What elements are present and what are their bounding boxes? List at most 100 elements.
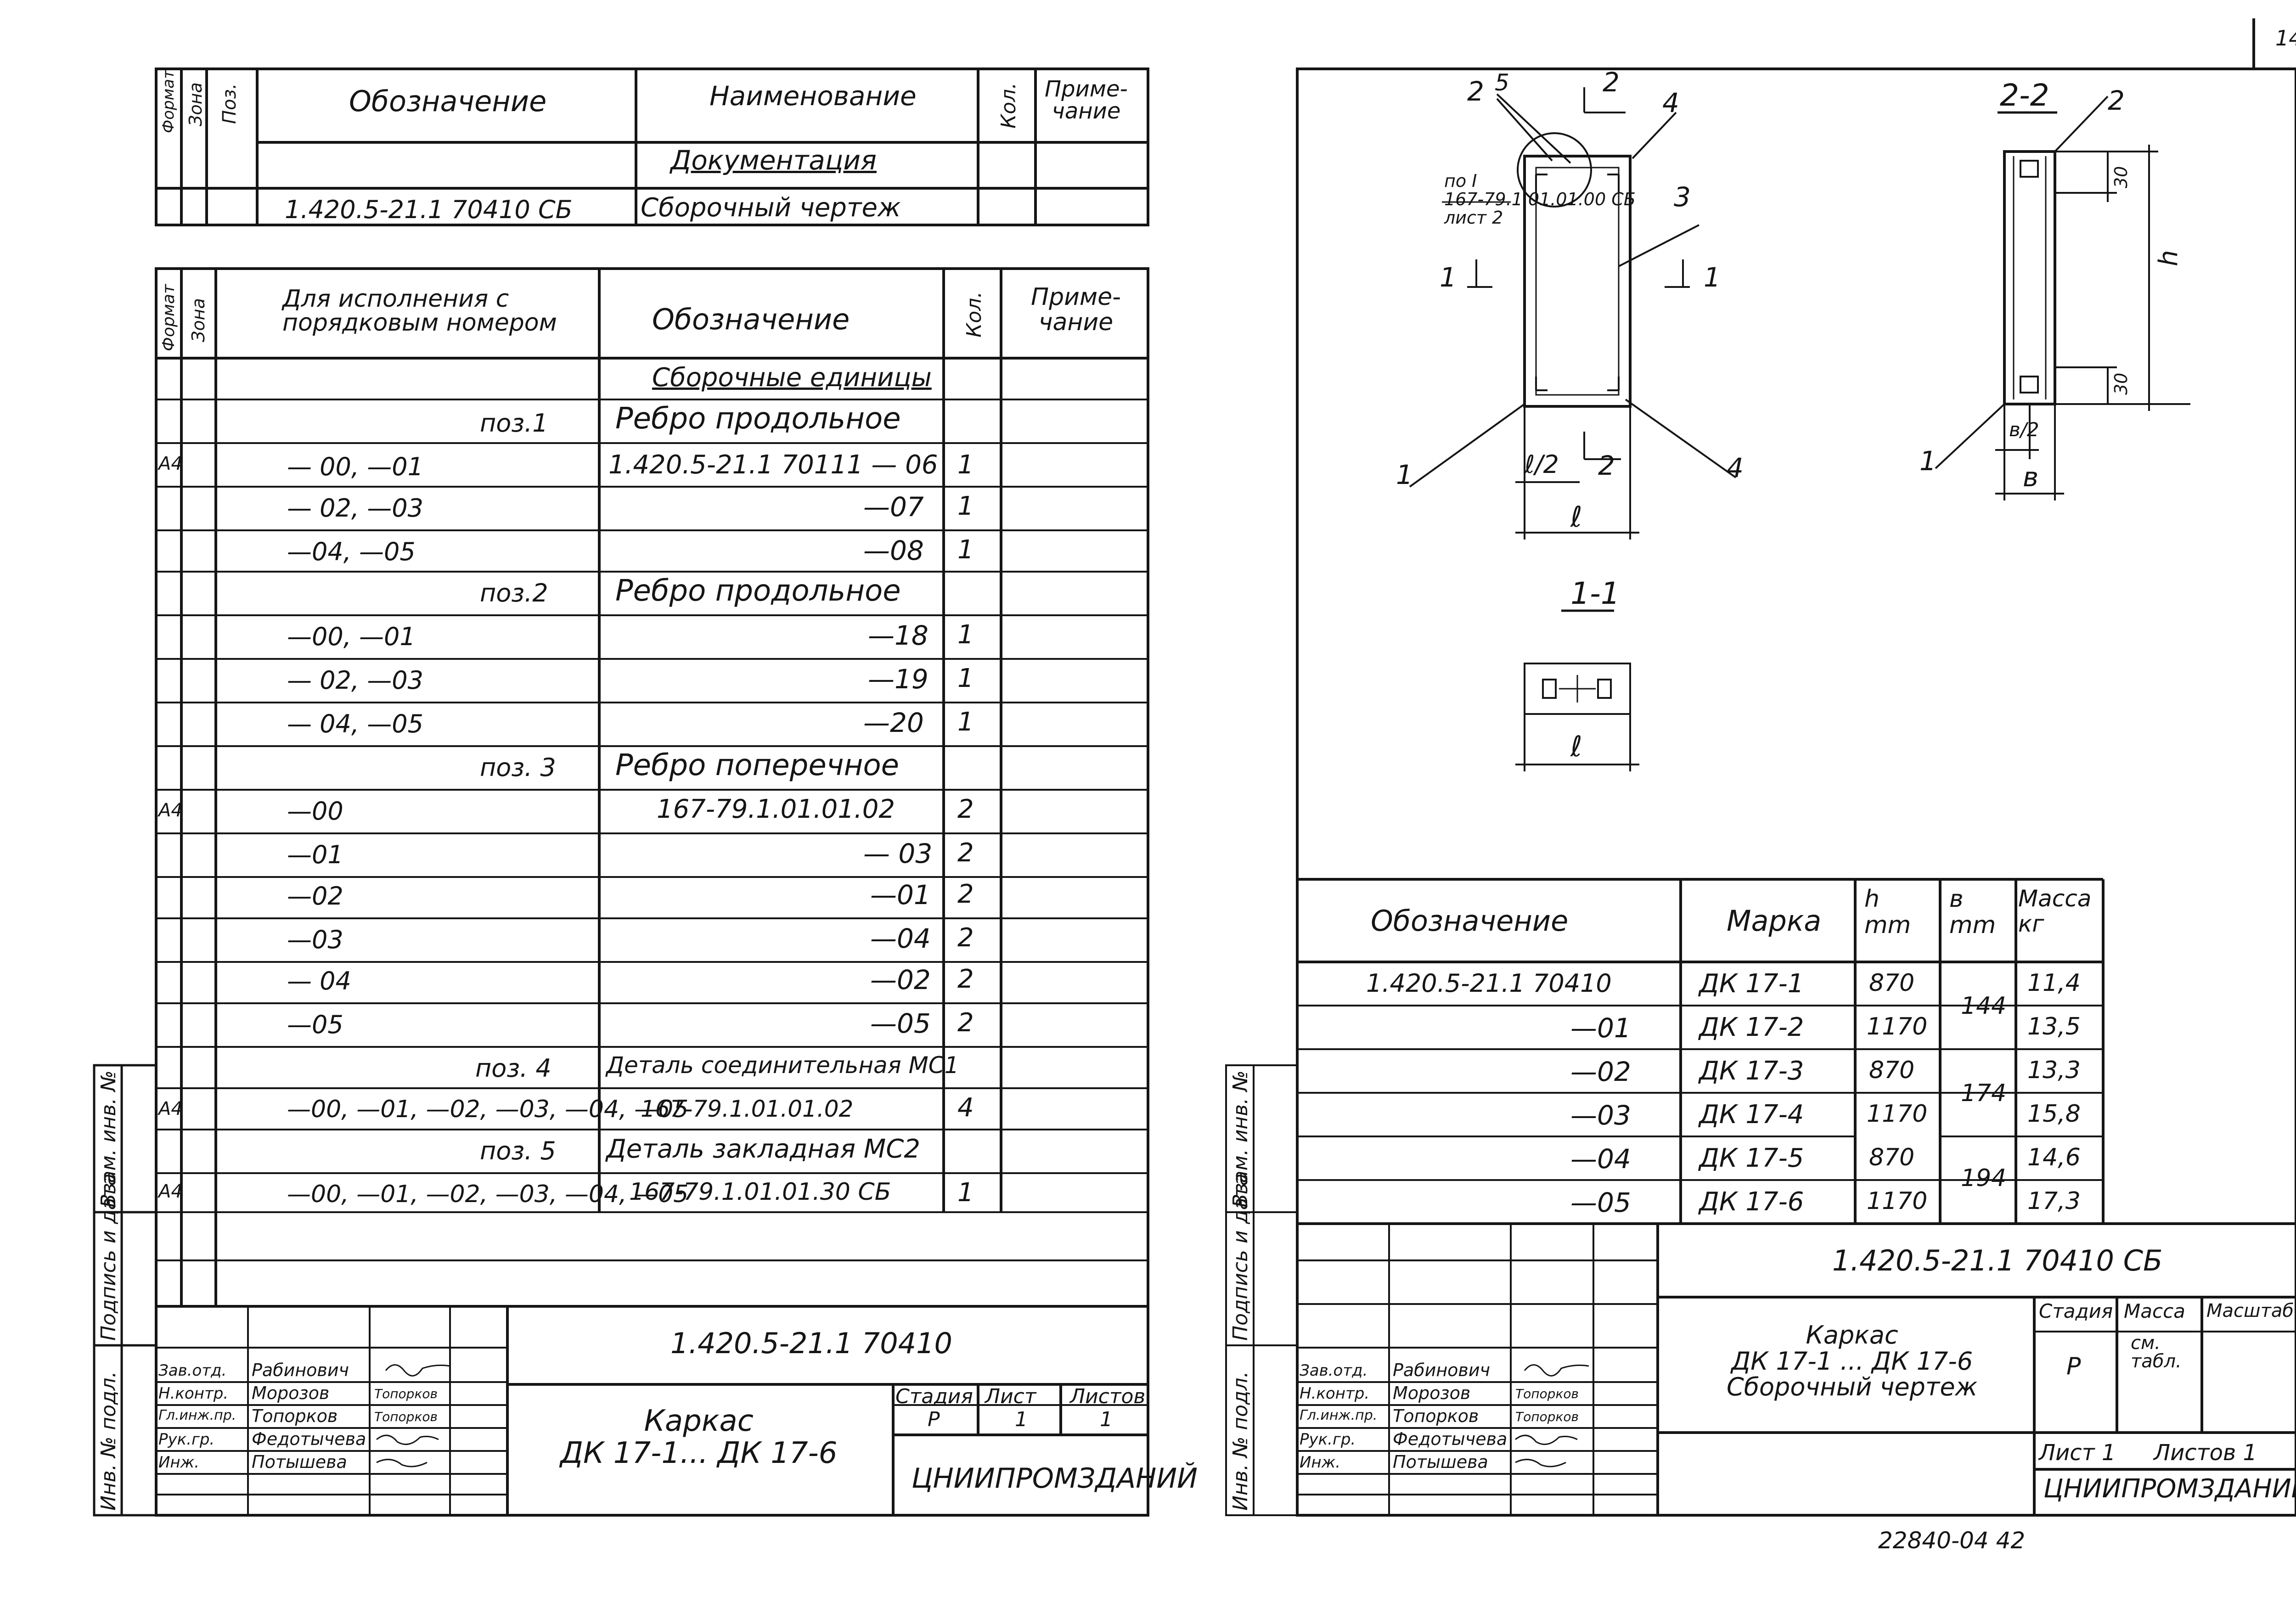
cell-b: 174	[1961, 1079, 2007, 1107]
pos-1-label-section: 1	[1919, 445, 1936, 477]
person-name: Федотычева	[252, 1429, 366, 1449]
sheets-value: 1	[1100, 1408, 1113, 1431]
title-code: 1.420.5-21.1 70410 СБ	[1832, 1244, 2163, 1277]
stage-header: Стадия	[2039, 1300, 2113, 1322]
row-designation: Ребро поперечное	[615, 748, 899, 782]
header2-execution: Для исполнения с порядковым номером	[282, 285, 557, 337]
pos-4-label-bottom: 4	[1727, 452, 1744, 483]
row-designation: Ребро продольное	[615, 402, 901, 436]
row-qty: 2	[957, 794, 974, 824]
person-name: Рабинович	[1393, 1360, 1490, 1380]
cell-h: 1170	[1867, 1187, 1928, 1215]
row-designation: —18	[868, 620, 929, 651]
section-docs: Документация	[670, 145, 877, 176]
cell-designation: 1.420.5-21.1 70410	[1366, 969, 1612, 998]
cell-mark: ДК 17-5	[1699, 1143, 1804, 1173]
row-exec: —02	[287, 882, 343, 911]
header2-designation: Обозначение	[652, 303, 850, 336]
header-name: Наименование	[709, 80, 917, 112]
cell-mass: 15,8	[2027, 1100, 2081, 1128]
role: Н.контр.	[1300, 1384, 1370, 1403]
cell-designation: —03	[1570, 1100, 1631, 1131]
header-designation: Обозначение	[349, 84, 547, 118]
header-note: Приме- чание	[1045, 76, 1128, 124]
row-exec: поз. 4	[475, 1054, 551, 1083]
role: Гл.инж.пр.	[158, 1407, 236, 1423]
signature: Топорков	[1515, 1409, 1579, 1424]
role: Зав.отд.	[158, 1361, 227, 1380]
doc-designation: 1.420.5-21.1 70410 СБ	[285, 195, 573, 224]
stage-value: Р	[928, 1408, 940, 1431]
cut-2-label-top: 2	[1603, 67, 1620, 98]
row-format: А4	[158, 800, 183, 821]
row-exec: —04, —05	[287, 537, 416, 566]
row-exec: поз.2	[480, 579, 548, 607]
cell-h: 870	[1869, 1057, 1915, 1084]
row-qty: 1	[957, 620, 974, 650]
cell-mass: 14,6	[2027, 1144, 2081, 1171]
row-exec: —01	[287, 840, 343, 869]
row-designation: —19	[868, 663, 929, 695]
reference-note: по I 167-79.1.01.01.00 СБ лист 2	[1444, 171, 1636, 228]
row-designation: 167-79.1.01.01.02	[641, 1096, 854, 1122]
role: Рук.гр.	[158, 1430, 215, 1449]
dim-b: в	[2023, 461, 2039, 493]
row-exec: — 04, —05	[287, 709, 423, 738]
person-name: Потышева	[1393, 1452, 1488, 1472]
row-designation: —04	[870, 923, 931, 954]
person-name: Рабинович	[252, 1360, 349, 1380]
pos-2-label: 2	[1467, 76, 1484, 107]
row-qty: 2	[957, 964, 974, 994]
row-designation: Деталь соединительная МС1	[606, 1052, 959, 1079]
row-designation: 167-79.1.01.01.30 СБ	[629, 1178, 891, 1206]
cell-b: 144	[1961, 992, 2007, 1020]
row-qty: 1	[957, 663, 974, 693]
section-units: Сборочные единицы	[652, 363, 932, 393]
row-designation: — 03	[863, 838, 933, 869]
cell-h: 1170	[1867, 1013, 1928, 1040]
role: Рук.гр.	[1300, 1430, 1356, 1449]
section-1-1-label: 1-1	[1570, 576, 1620, 611]
row-qty: 1	[957, 1178, 974, 1208]
role: Инж.	[1300, 1453, 1341, 1472]
title-name: Каркас ДК 17-1... ДК 17-6	[560, 1404, 838, 1471]
role: Зав.отд.	[1300, 1361, 1368, 1380]
table-header-designation: Обозначение	[1371, 904, 1569, 938]
row-format: А4	[158, 1181, 183, 1202]
dim-width-section: ℓ	[1570, 730, 1582, 763]
row-qty: 1	[957, 450, 974, 480]
bottom-code: 22840-04 42	[1878, 1527, 2026, 1554]
row-qty: 1	[957, 535, 974, 565]
mass-value: см. табл.	[2131, 1332, 2182, 1372]
cell-designation: —04	[1570, 1143, 1631, 1175]
row-qty: 1	[957, 707, 974, 737]
pos-1-label: 1	[1396, 459, 1413, 490]
dim-half-width: ℓ/2	[1525, 450, 1559, 479]
cell-h: 870	[1869, 1144, 1915, 1171]
cut-1-label-right: 1	[1704, 262, 1721, 293]
cell-designation: —05	[1570, 1187, 1631, 1218]
table-header-b: в mm	[1949, 885, 1996, 939]
row-qty: 2	[957, 838, 974, 868]
signature: Топорков	[1515, 1386, 1579, 1401]
row-designation: —05	[870, 1008, 931, 1039]
dim-half-b: в/2	[2009, 418, 2039, 441]
person-name: Морозов	[252, 1383, 330, 1403]
person-name: Потышева	[252, 1452, 347, 1472]
table-header-h: h mm	[1864, 885, 1911, 939]
row-designation: 167-79.1.01.01.02	[657, 794, 895, 824]
row-exec: —00, —01, —02, —03, —04, —05	[287, 1096, 689, 1123]
pos-3-label: 3	[1674, 181, 1691, 213]
cell-mass: 13,3	[2027, 1057, 2081, 1084]
row-exec: —00, —01	[287, 622, 416, 651]
row-designation: 1.420.5-21.1 70111 — 06	[608, 450, 938, 480]
role: Гл.инж.пр.	[1300, 1407, 1378, 1423]
person-name: Морозов	[1393, 1383, 1471, 1403]
row-exec: — 02, —03	[287, 494, 423, 523]
scale-header: Масштаб	[2206, 1300, 2294, 1321]
role: Н.контр.	[158, 1384, 229, 1403]
